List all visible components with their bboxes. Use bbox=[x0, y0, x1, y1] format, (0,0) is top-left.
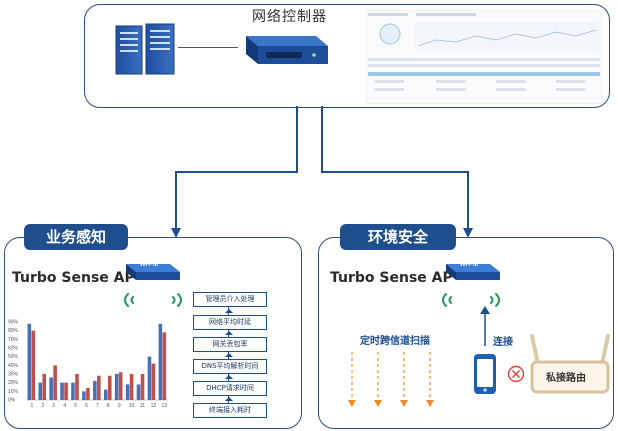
x-tick-label: 8 bbox=[107, 403, 110, 409]
ap-device-icon bbox=[126, 264, 180, 280]
x-tick-label: 12 bbox=[151, 403, 157, 409]
bar-series-1 bbox=[38, 382, 43, 400]
bar-series-2 bbox=[42, 374, 47, 400]
bar-series-2 bbox=[118, 372, 123, 400]
x-tick-label: 11 bbox=[140, 403, 145, 409]
wifi6-label-right: Wi-Fi6 bbox=[460, 262, 478, 268]
bar-series-2 bbox=[86, 387, 90, 400]
server-link-line bbox=[178, 47, 238, 48]
x-tick-label: 3 bbox=[52, 403, 55, 409]
y-tick-label: 70% bbox=[8, 337, 19, 343]
ap-device-icon-right bbox=[446, 264, 500, 280]
controller-device-icon bbox=[246, 36, 328, 64]
bar-series-2 bbox=[97, 375, 101, 400]
bar-series-1 bbox=[125, 384, 130, 400]
scan-arrows bbox=[348, 352, 434, 407]
y-tick-label: 0% bbox=[8, 398, 16, 404]
blocked-icon bbox=[507, 365, 525, 383]
y-tick-label: 90% bbox=[8, 320, 19, 326]
wifi-signal-icon-right bbox=[441, 292, 501, 308]
bar-series-1 bbox=[103, 389, 108, 400]
bar-series-1 bbox=[49, 377, 53, 400]
wifi-signal-icon bbox=[123, 292, 183, 308]
business-tag: 业务感知 bbox=[24, 224, 128, 250]
step-latency: 网络平均时延 bbox=[193, 315, 267, 330]
bar-series-1 bbox=[158, 323, 163, 400]
dashboard-thumbnail bbox=[366, 10, 602, 104]
x-tick-label: 13 bbox=[162, 403, 168, 409]
bar-series-1 bbox=[93, 380, 97, 400]
bar-series-1 bbox=[27, 323, 32, 400]
security-tag: 环境安全 bbox=[340, 224, 456, 250]
security-brand: Turbo Sense AP bbox=[330, 270, 453, 286]
step-arrows bbox=[225, 309, 233, 401]
step-dns: DNS平均解析时间 bbox=[193, 359, 267, 374]
wifi6-label: Wi-Fi6 bbox=[140, 262, 158, 268]
y-tick-label: 80% bbox=[8, 328, 19, 334]
bar-series-1 bbox=[60, 382, 64, 400]
bar-series-2 bbox=[64, 382, 68, 400]
y-tick-label: 30% bbox=[8, 372, 19, 378]
x-tick-label: 7 bbox=[96, 403, 99, 409]
step-access: 终端接入耗时 bbox=[193, 403, 267, 418]
step-admin: 管理员介入处理 bbox=[193, 292, 267, 307]
bar-series-2 bbox=[53, 365, 57, 400]
x-tick-label: 2 bbox=[41, 403, 44, 409]
x-tick-label: 10 bbox=[129, 403, 135, 409]
x-tick-label: 1 bbox=[30, 403, 33, 409]
step-dhcp: DHCP请求时间 bbox=[193, 381, 267, 396]
x-tick-label: 5 bbox=[74, 403, 77, 409]
y-tick-label: 60% bbox=[8, 346, 19, 352]
connect-label: 连接 bbox=[493, 337, 513, 348]
bar-series-2 bbox=[75, 374, 79, 400]
bar-series-2 bbox=[151, 363, 156, 400]
controller-title: 网络控制器 bbox=[252, 8, 327, 24]
connect-arrow bbox=[480, 306, 490, 346]
bar-series-1 bbox=[136, 384, 141, 400]
phone-icon bbox=[474, 354, 496, 394]
y-tick-label: 50% bbox=[8, 354, 19, 360]
bar-series-1 bbox=[147, 356, 152, 400]
scan-label: 定时跨信道扫描 bbox=[360, 336, 430, 347]
bar-series-1 bbox=[71, 382, 75, 400]
rogue-label: 私接路由 bbox=[546, 373, 586, 384]
x-tick-label: 4 bbox=[63, 403, 66, 409]
bar-series-1 bbox=[82, 391, 86, 400]
bar-series-2 bbox=[31, 330, 36, 400]
x-tick-label: 9 bbox=[118, 403, 121, 409]
bar-series-1 bbox=[114, 374, 119, 400]
y-tick-label: 20% bbox=[8, 380, 19, 386]
rogue-router-icon bbox=[530, 334, 610, 394]
y-tick-label: 10% bbox=[8, 389, 19, 395]
steps-line bbox=[228, 296, 229, 410]
server-icon bbox=[115, 23, 175, 75]
y-tick-label: 40% bbox=[8, 363, 19, 369]
bar-series-2 bbox=[162, 332, 167, 400]
bar-series-2 bbox=[140, 374, 145, 400]
step-packet-loss: 网关丢包率 bbox=[193, 337, 267, 352]
business-brand: Turbo Sense AP bbox=[12, 270, 135, 286]
bar-series-2 bbox=[107, 375, 112, 400]
bar-series-2 bbox=[129, 374, 134, 400]
x-tick-label: 6 bbox=[85, 403, 88, 409]
